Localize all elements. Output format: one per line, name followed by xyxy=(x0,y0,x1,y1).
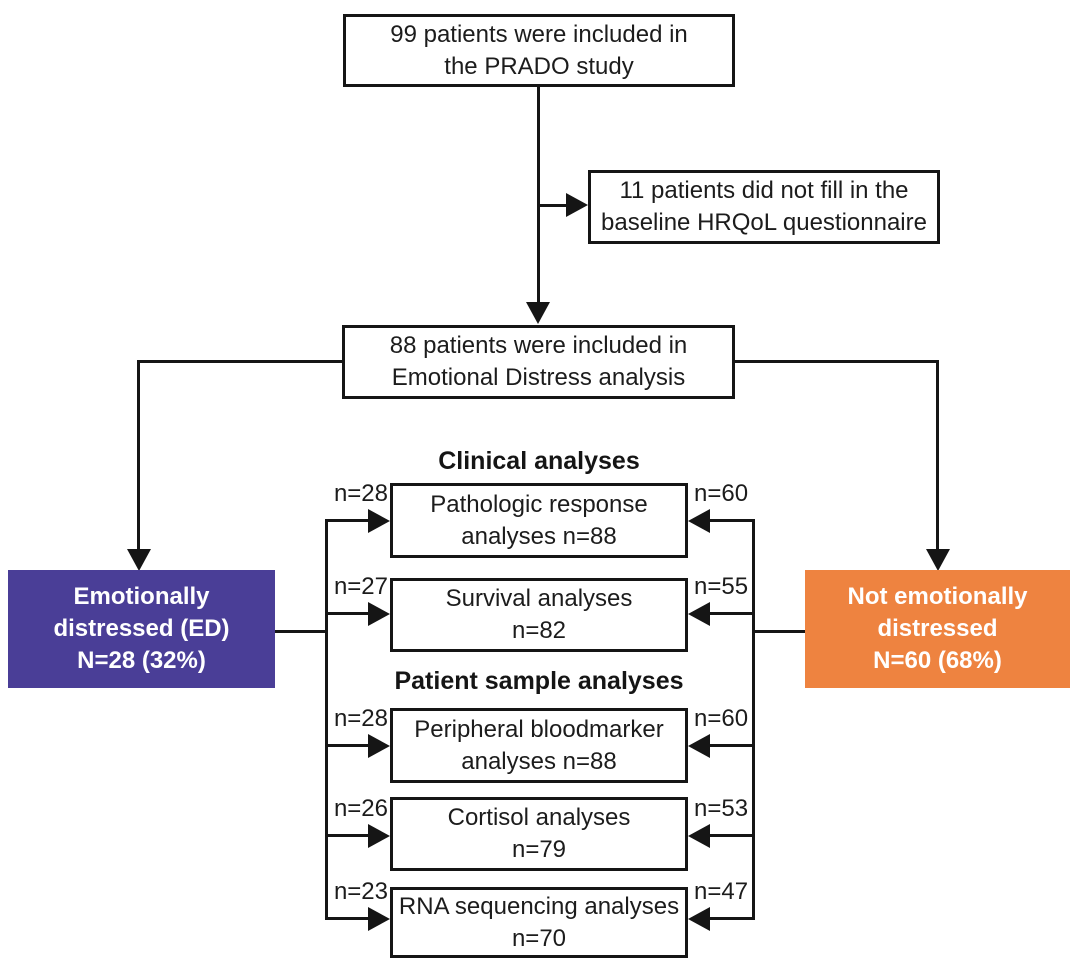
connector-ed-to-trunk xyxy=(275,630,327,633)
label-n-right: n=60 xyxy=(694,480,749,507)
box-analysis-rna-sequencing: RNA sequencing analyses n=70 xyxy=(390,887,688,958)
arrowhead-into-box-left xyxy=(368,734,390,758)
label-n-left: n=28 xyxy=(333,480,388,507)
connector-right-arrow-line xyxy=(710,744,755,747)
box-emotionally-distressed: Emotionally distressed (ED) N=28 (32%) xyxy=(8,570,275,688)
box-analysis-cortisol: Cortisol analyses n=79 xyxy=(390,797,688,871)
label-n-left: n=27 xyxy=(333,573,388,600)
arrowhead-down-to-analyzed xyxy=(526,302,550,324)
arrowhead-into-box-left xyxy=(368,509,390,533)
box-analysis-pathologic-response: Pathologic response analyses n=88 xyxy=(390,483,688,558)
connector-left-arrow-line xyxy=(325,612,370,615)
box-included-patients: 99 patients were included in the PRADO s… xyxy=(343,14,735,87)
label-n-right: n=47 xyxy=(694,878,749,905)
label-n-right: n=55 xyxy=(694,573,749,600)
arrowhead-into-box-left xyxy=(368,602,390,626)
arrowhead-into-box-right xyxy=(688,734,710,758)
arrowhead-right-to-excluded xyxy=(566,193,588,217)
heading-clinical-analyses: Clinical analyses xyxy=(438,447,640,475)
connector-right-arrow-line xyxy=(710,834,755,837)
heading-patient-sample-analyses: Patient sample analyses xyxy=(394,667,684,695)
label-n-left: n=28 xyxy=(333,705,388,732)
connector-left-arrow-line xyxy=(325,744,370,747)
arrowhead-into-box-right xyxy=(688,907,710,931)
connector-right-branch-horizontal xyxy=(735,360,939,363)
box-excluded-patients: 11 patients did not fill in the baseline… xyxy=(588,170,940,244)
label-n-left: n=26 xyxy=(333,795,388,822)
box-analyzed-patients: 88 patients were included in Emotional D… xyxy=(342,325,735,399)
connector-right-arrow-line xyxy=(710,917,755,920)
connector-right-branch-vertical xyxy=(936,360,939,552)
connector-left-arrow-line xyxy=(325,519,370,522)
box-analysis-survival: Survival analyses n=82 xyxy=(390,578,688,652)
arrowhead-into-box-right xyxy=(688,824,710,848)
arrowhead-into-box-right xyxy=(688,509,710,533)
arrowhead-into-box-left xyxy=(368,907,390,931)
arrowhead-into-box-right xyxy=(688,602,710,626)
trunk-left xyxy=(325,519,328,920)
connector-top-vertical xyxy=(537,87,540,305)
connector-excluded-horizontal xyxy=(537,204,569,207)
label-n-right: n=53 xyxy=(694,795,749,822)
connector-left-branch-horizontal xyxy=(137,360,342,363)
connector-left-arrow-line xyxy=(325,834,370,837)
connector-right-arrow-line xyxy=(710,612,755,615)
arrowhead-into-box-left xyxy=(368,824,390,848)
box-not-emotionally-distressed: Not emotionally distressed N=60 (68%) xyxy=(805,570,1070,688)
connector-not-ed-to-trunk xyxy=(753,630,805,633)
connector-left-branch-vertical xyxy=(137,360,140,552)
label-n-left: n=23 xyxy=(333,878,388,905)
label-n-right: n=60 xyxy=(694,705,749,732)
trunk-right xyxy=(752,519,755,920)
arrowhead-down-to-ed xyxy=(127,549,151,571)
box-analysis-peripheral-bloodmarker: Peripheral bloodmarker analyses n=88 xyxy=(390,708,688,783)
connector-left-arrow-line xyxy=(325,917,370,920)
connector-right-arrow-line xyxy=(710,519,755,522)
arrowhead-down-to-not-ed xyxy=(926,549,950,571)
